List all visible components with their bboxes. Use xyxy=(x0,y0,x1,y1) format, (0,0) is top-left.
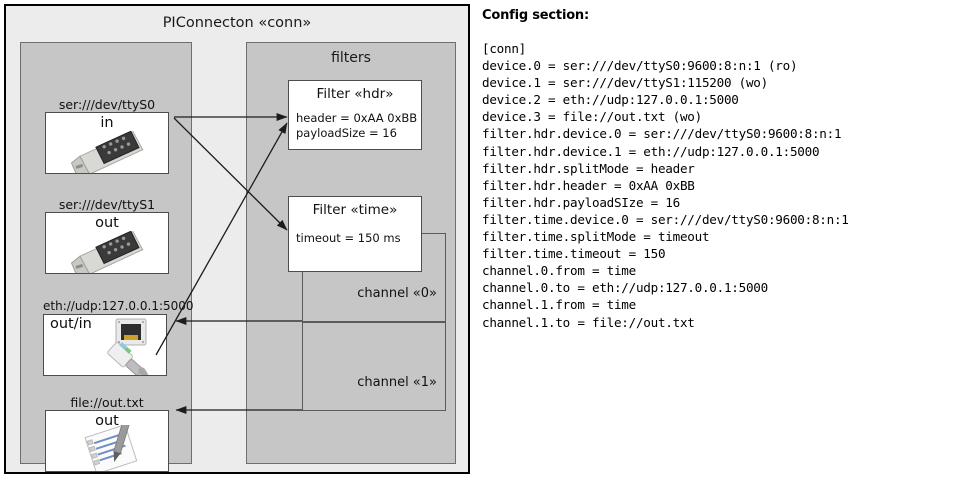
device-label-file: file://out.txt xyxy=(70,395,144,410)
device-direction-ttys0: in xyxy=(100,115,114,131)
config-line: device.2 = eth://udp:127.0.0.1:5000 xyxy=(482,92,739,108)
serial-port-icon xyxy=(70,131,144,173)
config-line: channel.1.from = time xyxy=(482,297,636,313)
config-line: [conn] xyxy=(482,41,526,56)
device-direction-eth: out/in xyxy=(50,316,92,332)
ethernet-icon xyxy=(107,318,150,375)
config-section: Config section: [conn] device.0 = ser:///… xyxy=(482,8,960,331)
filter-prop: header = 0xAA 0xBB xyxy=(296,111,418,125)
config-line: channel.0.to = eth://udp:127.0.0.1:5000 xyxy=(482,280,768,296)
connection-diagram: PIConnecton «conn» ser:///dev/ttyS0 in xyxy=(4,4,470,474)
config-line: filter.hdr.payloadSIze = 16 xyxy=(482,194,680,210)
config-line: channel.1.to = file://out.txt xyxy=(482,314,695,330)
device-node-ttys0[interactable]: ser:///dev/ttyS0 in xyxy=(45,97,169,174)
device-label-ttys0: ser:///dev/ttyS0 xyxy=(58,97,156,112)
device-box-ttys0[interactable]: in xyxy=(45,112,169,174)
filter-title-time: Filter «time» xyxy=(312,202,398,218)
config-section-lines: [conn] device.0 = ser:///dev/ttyS0:9600:8… xyxy=(482,40,960,331)
device-label-ttys1: ser:///dev/ttyS1 xyxy=(58,197,156,212)
filter-title-hdr: Filter «hdr» xyxy=(316,86,394,102)
config-line: device.0 = ser:///dev/ttyS0:9600:8:n:1 (… xyxy=(482,58,798,74)
filter-props-time: timeout = 150 ms xyxy=(296,231,401,246)
device-node-file[interactable]: file://out.txt out xyxy=(45,395,169,472)
device-direction-file: out xyxy=(95,413,119,429)
filter-box-time[interactable]: Filter «time» timeout = 150 ms xyxy=(288,196,422,272)
config-line: filter.time.splitMode = timeout xyxy=(482,229,710,245)
device-box-eth[interactable]: out/in xyxy=(43,314,167,376)
channel-box-1: channel «1» xyxy=(302,322,446,411)
config-line: filter.hdr.splitMode = header xyxy=(482,160,695,176)
filter-prop: timeout = 150 ms xyxy=(296,231,401,245)
filter-box-hdr[interactable]: Filter «hdr» header = 0xAA 0xBB payloadS… xyxy=(288,80,422,150)
device-node-ttys1[interactable]: ser:///dev/ttyS1 out xyxy=(45,197,169,274)
config-line: filter.hdr.device.0 = ser:///dev/ttyS0:9… xyxy=(482,126,842,142)
config-line: filter.hdr.header = 0xAA 0xBB xyxy=(482,177,695,193)
diagram-title: PIConnecton «conn» xyxy=(162,15,312,31)
config-line: filter.time.timeout = 150 xyxy=(482,246,666,262)
device-direction-ttys1: out xyxy=(95,215,119,231)
config-line: device.3 = file://out.txt (wo) xyxy=(482,109,702,125)
filter-prop: payloadSize = 16 xyxy=(296,126,397,140)
filters-panel-title: filters xyxy=(331,50,371,66)
channel-label-0: channel «0» xyxy=(357,286,437,301)
config-line: filter.time.device.0 = ser:///dev/ttyS0:… xyxy=(482,211,849,227)
device-node-eth[interactable]: eth://udp:127.0.0.1:5000 out/in xyxy=(43,299,194,376)
text-file-icon xyxy=(84,425,138,471)
config-line: channel.0.from = time xyxy=(482,263,636,279)
devices-panel: ser:///dev/ttyS0 in xyxy=(20,42,194,472)
config-section-heading: Config section: xyxy=(482,8,589,23)
filter-props-hdr: header = 0xAA 0xBB payloadSize = 16 xyxy=(296,111,417,141)
device-label-eth: eth://udp:127.0.0.1:5000 xyxy=(43,299,194,313)
device-box-file[interactable]: out xyxy=(45,410,169,472)
config-line: filter.hdr.device.1 = eth://udp:127.0.0.… xyxy=(482,143,820,159)
channel-label-1: channel «1» xyxy=(357,375,437,390)
device-box-ttys1[interactable]: out xyxy=(45,212,169,274)
config-line: device.1 = ser:///dev/ttyS1:115200 (wo) xyxy=(482,75,768,91)
serial-port-icon xyxy=(70,231,144,273)
